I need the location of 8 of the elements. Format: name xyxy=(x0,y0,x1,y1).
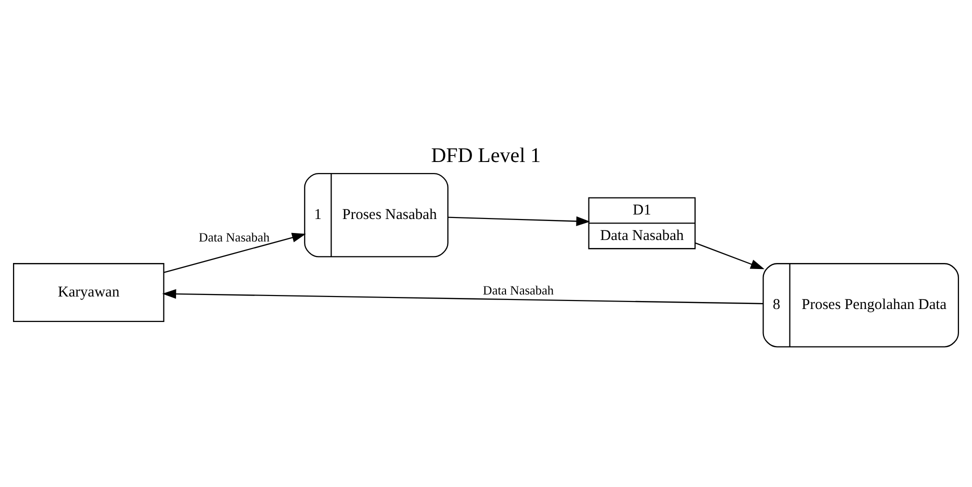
arrow xyxy=(448,216,590,226)
arrow xyxy=(162,288,764,304)
edge-label: Data Nasabah xyxy=(198,230,270,244)
node-box: Karyawan xyxy=(13,262,164,322)
arrow xyxy=(695,242,764,269)
edge-label: Data Nasabah xyxy=(482,283,554,298)
diagram-title: DFD Level 1 xyxy=(431,143,541,166)
arrow xyxy=(164,232,306,272)
